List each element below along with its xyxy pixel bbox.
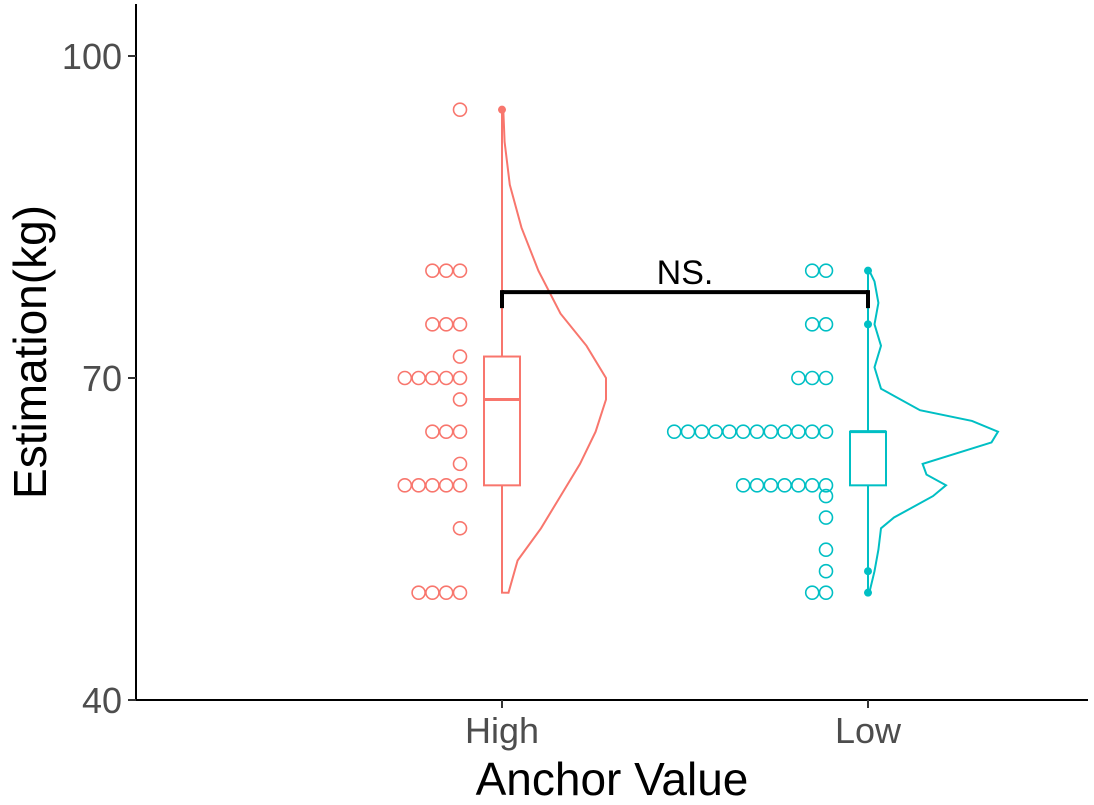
data-point	[452, 102, 468, 117]
outlier-point	[498, 105, 506, 114]
data-point	[452, 585, 468, 600]
outlier-point	[864, 567, 872, 576]
data-point	[397, 370, 413, 386]
data-point	[425, 263, 440, 278]
data-point	[425, 424, 440, 439]
data-point	[425, 478, 440, 493]
data-point	[397, 478, 413, 493]
outlier-point	[864, 588, 872, 597]
data-point	[777, 478, 792, 493]
y-tick-label: 70	[82, 358, 122, 399]
data-point	[452, 349, 468, 364]
significance-label: NS.	[657, 254, 714, 292]
data-point	[425, 585, 440, 600]
outlier-point	[864, 266, 872, 275]
data-point	[694, 424, 710, 439]
y-tick-label: 100	[62, 36, 122, 77]
data-point	[804, 263, 820, 278]
data-point	[818, 563, 834, 579]
data-point	[452, 424, 468, 439]
box	[483, 355, 521, 487]
data-point	[425, 370, 440, 386]
outlier-point	[864, 320, 872, 329]
data-point	[791, 424, 806, 439]
data-point	[411, 585, 426, 600]
data-point	[804, 370, 820, 386]
x-ticks: High Low	[465, 700, 902, 751]
data-point	[680, 424, 696, 439]
data-point	[818, 424, 834, 439]
data-point	[818, 542, 834, 558]
data-point	[438, 424, 454, 439]
data-point	[804, 317, 820, 332]
data-point	[438, 478, 454, 493]
data-point	[804, 424, 820, 439]
data-point	[735, 478, 751, 493]
x-tick-label: Low	[835, 710, 902, 751]
density-curve	[501, 108, 607, 594]
significance-bracket: NS.	[500, 254, 870, 309]
data-point	[791, 370, 806, 386]
data-point	[708, 424, 723, 439]
data-point	[818, 370, 834, 386]
data-point	[763, 424, 779, 439]
data-point	[818, 510, 834, 525]
x-tick-label: High	[465, 710, 539, 751]
y-axis-title: Estimation(kg)	[4, 205, 56, 499]
data-point	[777, 424, 792, 439]
data-point	[735, 424, 751, 439]
group-low	[666, 263, 1000, 600]
data-point	[452, 370, 468, 386]
data-point	[818, 317, 834, 332]
data-point	[425, 317, 440, 332]
data-point	[452, 520, 468, 536]
data-point	[438, 317, 454, 332]
data-point	[452, 456, 468, 472]
data-point	[818, 263, 834, 278]
data-point	[804, 478, 820, 493]
data-point	[804, 585, 820, 600]
data-point	[763, 478, 779, 493]
data-point	[666, 424, 682, 439]
density-curve	[867, 269, 1000, 594]
y-tick-label: 40	[82, 680, 122, 721]
data-point	[749, 424, 765, 439]
box	[849, 430, 887, 487]
data-point	[438, 263, 454, 278]
data-point	[452, 317, 468, 332]
data-point	[791, 478, 806, 493]
plot-area: NS.	[397, 102, 1000, 600]
data-point	[749, 478, 765, 493]
data-point	[411, 478, 426, 493]
group-high	[397, 102, 607, 600]
y-ticks: 40 70 100	[62, 36, 136, 721]
data-point	[818, 585, 834, 600]
x-axis-title: Anchor Value	[476, 753, 749, 805]
data-point	[452, 263, 468, 278]
data-point	[438, 370, 454, 386]
data-point	[411, 370, 426, 386]
data-point	[452, 392, 468, 407]
data-point	[452, 478, 468, 493]
data-point	[722, 424, 737, 439]
data-point	[818, 488, 834, 504]
data-point	[438, 585, 454, 600]
